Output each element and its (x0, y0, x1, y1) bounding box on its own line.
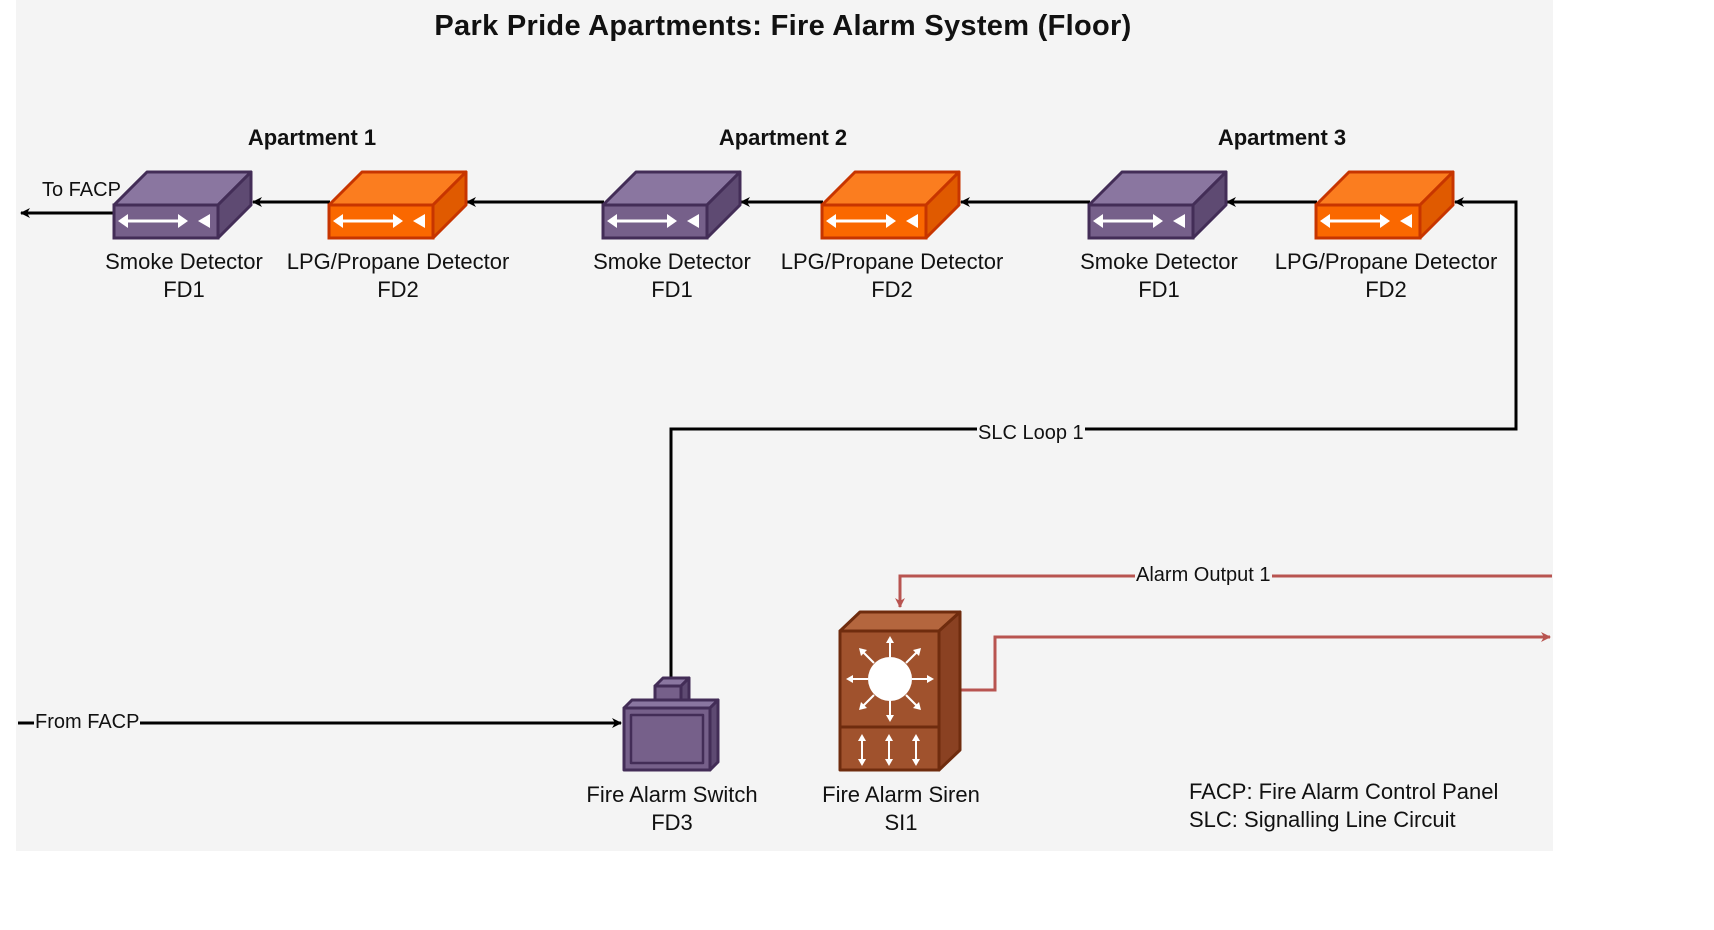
device-name: Smoke Detector (105, 249, 263, 274)
slc-loop-label: SLC Loop 1 (977, 422, 1085, 445)
device-id: FD2 (871, 277, 913, 302)
fire-alarm-siren-icon[interactable] (838, 610, 962, 772)
alarm-output-label: Alarm Output 1 (1135, 564, 1272, 587)
device-name: LPG/Propane Detector (780, 249, 1004, 274)
fire-alarm-switch-icon[interactable] (622, 676, 720, 772)
device-id: FD1 (1138, 277, 1180, 302)
device-name: Smoke Detector (1080, 249, 1238, 274)
apartment-1-label: Apartment 1 (247, 125, 377, 150)
device-name: LPG/Propane Detector (1274, 249, 1498, 274)
lpg-detector-apt2-label: LPG/Propane Detector FD2 (762, 248, 1022, 304)
apartment-3-label: Apartment 3 (1217, 125, 1347, 150)
device-name: Fire Alarm Siren (822, 782, 980, 807)
device-name: Fire Alarm Switch (586, 782, 758, 807)
fire-alarm-siren-label: Fire Alarm Siren SI1 (791, 781, 1011, 837)
device-name: Smoke Detector (593, 249, 751, 274)
legend-slc: SLC: Signalling Line Circuit (1189, 807, 1456, 832)
device-id: FD2 (1365, 277, 1407, 302)
device-id: FD3 (651, 810, 693, 835)
alarm-wiring (895, 574, 1552, 692)
device-id: FD1 (163, 277, 205, 302)
fire-alarm-switch-label: Fire Alarm Switch FD3 (562, 781, 782, 837)
to-facp-label: To FACP (42, 179, 121, 201)
device-id: SI1 (884, 810, 918, 835)
legend-facp: FACP: Fire Alarm Control Panel (1189, 779, 1499, 804)
lpg-detector-apt1-label: LPG/Propane Detector FD2 (268, 248, 528, 304)
smoke-detector-apt2-label: Smoke Detector FD1 (572, 248, 772, 304)
apartment-2-label: Apartment 2 (718, 125, 848, 150)
diagram-background (16, 0, 1553, 851)
lpg-detector-apt3-label: LPG/Propane Detector FD2 (1256, 248, 1516, 304)
device-name: LPG/Propane Detector (286, 249, 510, 274)
device-id: FD2 (377, 277, 419, 302)
from-facp-label: From FACP (34, 711, 141, 734)
legend: FACP: Fire Alarm Control Panel SLC: Sign… (1189, 778, 1498, 834)
smoke-detector-apt3-label: Smoke Detector FD1 (1059, 248, 1259, 304)
page-title: Park Pride Apartments: Fire Alarm System… (434, 10, 1132, 42)
smoke-detector-apt1-label: Smoke Detector FD1 (84, 248, 284, 304)
device-id: FD1 (651, 277, 693, 302)
